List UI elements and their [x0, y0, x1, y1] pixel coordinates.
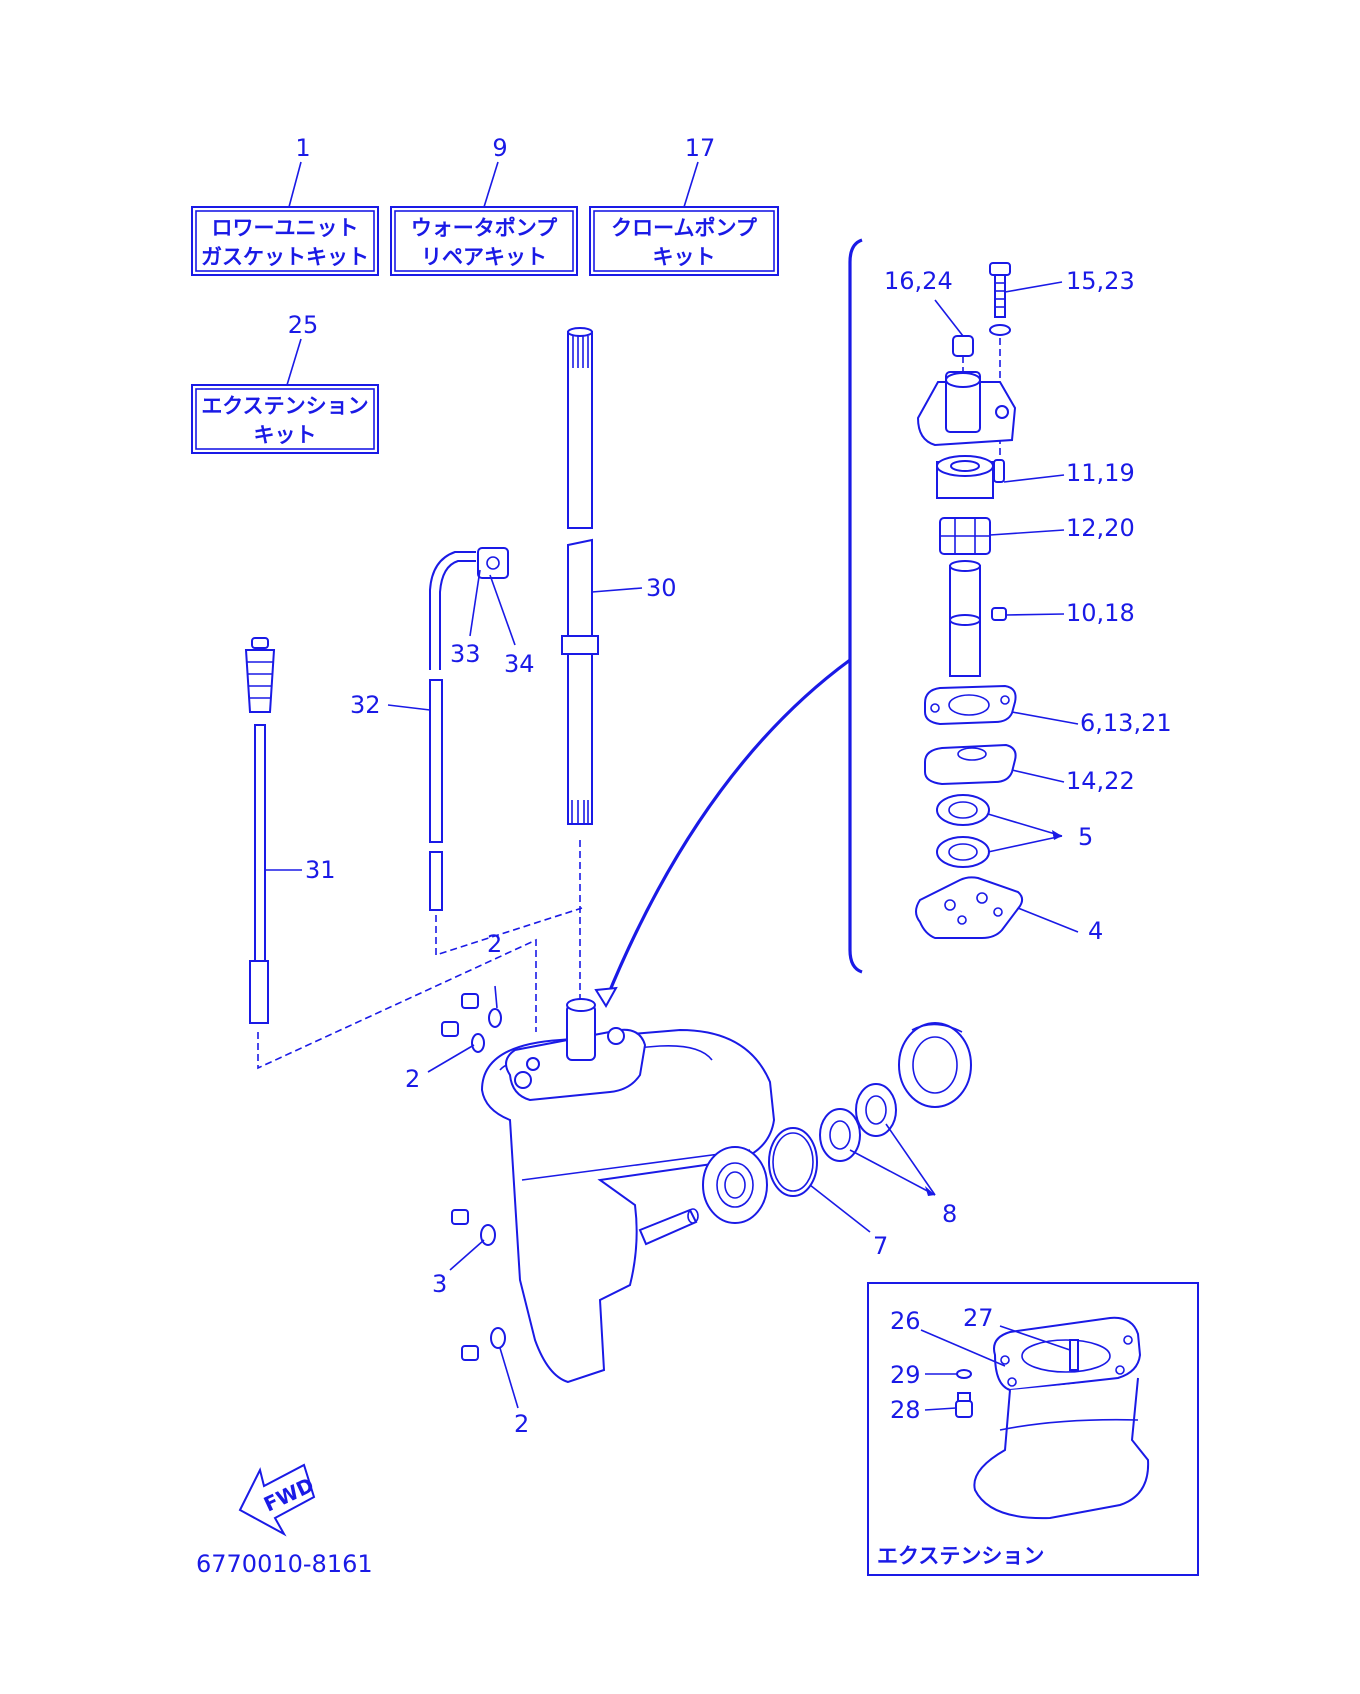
callout-10-18: 10,18 — [1066, 599, 1135, 627]
callout-29: 29 — [890, 1361, 921, 1389]
callout-26: 26 — [890, 1307, 921, 1335]
o-ring-icon — [768, 1127, 818, 1197]
callout-33: 33 — [450, 640, 481, 668]
callout-16-24: 16,24 — [884, 267, 953, 295]
callout-2a: 2 — [487, 930, 502, 958]
bearing-icon — [702, 1146, 768, 1224]
extension-casing-icon — [973, 1316, 1150, 1520]
kit-water-pump-repair[interactable]: 9 ウォータポンプ リペアキット — [390, 134, 578, 276]
callout-27: 27 — [963, 1304, 994, 1332]
impeller-icon — [939, 517, 991, 555]
dowel-pin-icon — [993, 459, 1005, 483]
callout-32: 32 — [350, 691, 381, 719]
drive-shaft-icon — [561, 327, 599, 825]
kit-label-line1: ウォータポンプ — [411, 216, 558, 240]
pump-group-arrow — [604, 658, 851, 1001]
callout-28: 28 — [890, 1396, 921, 1424]
bearing-housing-icon — [898, 1022, 972, 1108]
callout-31: 31 — [305, 856, 336, 884]
callout-8: 8 — [942, 1200, 957, 1228]
part-code: 6770010-8161 — [196, 1550, 373, 1578]
bolt-icon — [989, 262, 1011, 336]
pump-cap-icon — [952, 335, 974, 357]
callout-15-23: 15,23 — [1066, 267, 1135, 295]
fwd-arrow-icon: FWD — [238, 1463, 318, 1537]
kit-lower-unit-gasket[interactable]: 1 ロワーユニット ガスケットキット — [191, 134, 379, 276]
oil-seal-pair-icon — [819, 1083, 897, 1162]
callout-30: 30 — [646, 574, 677, 602]
shift-rod-boot-icon — [244, 637, 276, 1024]
callout-4: 4 — [1088, 917, 1103, 945]
extension-inset[interactable]: 26 27 29 28 エクステンション — [867, 1282, 1199, 1576]
extension-bolt-icon — [955, 1392, 973, 1418]
gasket-icon — [924, 684, 1017, 726]
pump-base-gasket-icon — [915, 876, 1024, 939]
kit-label-line1: ロワーユニット — [212, 216, 359, 240]
kit-number: 25 — [288, 311, 319, 339]
kit-label-line1: クロームポンプ — [611, 216, 758, 240]
callout-14-22: 14,22 — [1066, 767, 1135, 795]
washer-icon — [471, 1008, 506, 1349]
callout-2c: 2 — [514, 1410, 529, 1438]
kit-number: 17 — [685, 134, 716, 162]
kit-chrome-pump[interactable]: 17 クロームポンプ キット — [589, 134, 779, 276]
kit-label-line2: リペアキット — [421, 245, 547, 269]
oil-seal-icon — [936, 794, 990, 868]
kit-number: 1 — [295, 134, 310, 162]
kit-label-line2: ガスケットキット — [201, 245, 369, 269]
kit-label-line2: キット — [254, 423, 317, 447]
kit-extension[interactable]: 25 エクステンション キット — [191, 311, 379, 454]
kit-label-line1: エクステンション — [201, 394, 368, 418]
callout-5: 5 — [1078, 823, 1093, 851]
pump-group-bracket — [848, 238, 863, 974]
callout-7: 7 — [873, 1232, 888, 1260]
extension-caption: エクステンション — [877, 1544, 1044, 1568]
shift-rod-icon — [429, 547, 509, 911]
callout-11-19: 11,19 — [1066, 459, 1135, 487]
pump-liner-icon — [936, 455, 994, 499]
pump-shaft-icon — [949, 560, 1007, 677]
kit-number: 9 — [492, 134, 507, 162]
callout-34: 34 — [504, 650, 535, 678]
callout-3: 3 — [432, 1270, 447, 1298]
outer-plate-icon — [924, 743, 1017, 786]
lower-casing-icon — [480, 998, 776, 1384]
kit-label-line2: キット — [653, 245, 716, 269]
pump-housing-icon — [916, 371, 1017, 447]
callout-12-20: 12,20 — [1066, 514, 1135, 542]
callout-2b: 2 — [405, 1065, 420, 1093]
callout-6-13-21: 6,13,21 — [1080, 709, 1172, 737]
screw-icon — [441, 993, 479, 1361]
extension-washer-icon — [956, 1369, 972, 1379]
